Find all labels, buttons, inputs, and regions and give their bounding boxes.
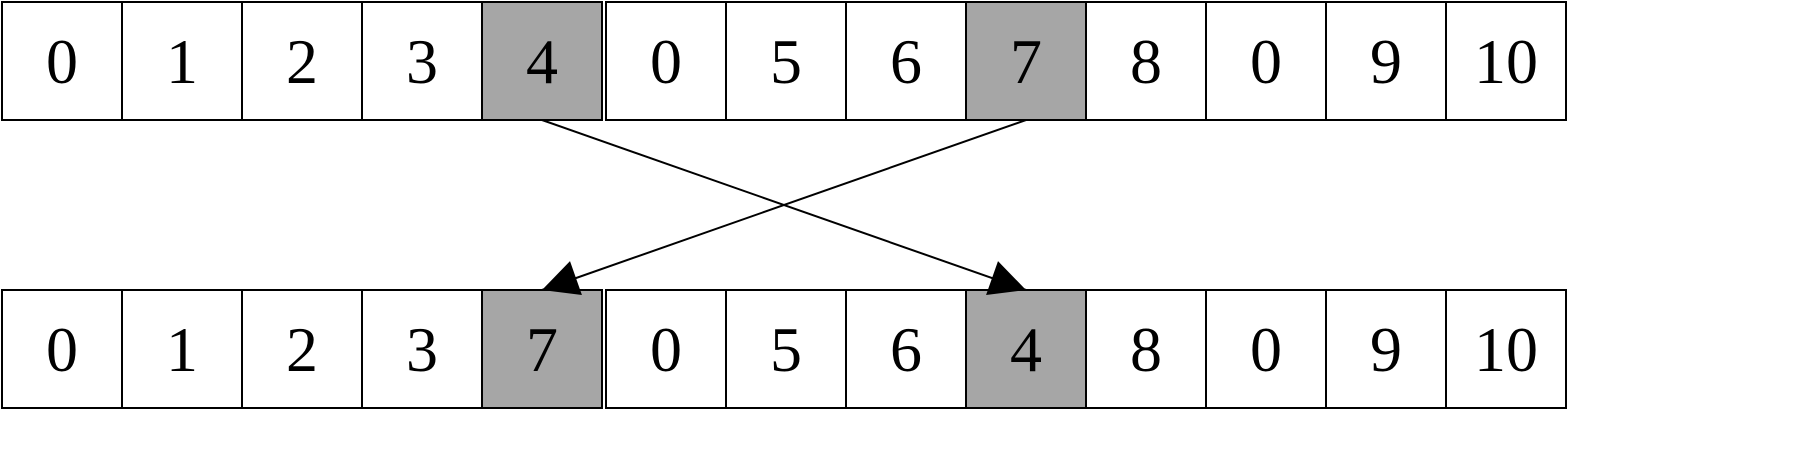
cell-box bbox=[1205, 289, 1327, 409]
array-cell: 2 bbox=[241, 289, 363, 409]
cell-box bbox=[361, 1, 483, 121]
cell-box bbox=[121, 1, 243, 121]
cell-box bbox=[1445, 289, 1567, 409]
array-cell: 6 bbox=[845, 289, 967, 409]
cell-value: 0 bbox=[650, 314, 682, 385]
cell-box-highlighted bbox=[965, 1, 1087, 121]
cell-value: 7 bbox=[526, 314, 558, 385]
swap-arrow bbox=[541, 119, 1027, 296]
cell-value: 0 bbox=[1250, 26, 1282, 97]
array-cell: 4 bbox=[965, 289, 1087, 409]
array-cell: 0 bbox=[1, 289, 123, 409]
cell-value: 5 bbox=[770, 26, 802, 97]
cell-value: 1 bbox=[166, 26, 198, 97]
array-cell: 10 bbox=[1445, 1, 1567, 121]
array-cell: 0 bbox=[605, 1, 727, 121]
cell-box bbox=[605, 1, 727, 121]
arrows-layer bbox=[541, 119, 1027, 296]
array-cell: 3 bbox=[361, 1, 483, 121]
array-cell: 0 bbox=[1, 1, 123, 121]
array-row-before: 0 1 2 3 4 0 5 6 7 8 0 9 10 bbox=[1, 1, 1567, 121]
array-cell: 4 bbox=[481, 1, 603, 121]
cell-value: 6 bbox=[890, 26, 922, 97]
cell-box-highlighted bbox=[965, 289, 1087, 409]
cell-box bbox=[605, 289, 727, 409]
cell-box bbox=[1085, 1, 1207, 121]
array-cell: 10 bbox=[1445, 289, 1567, 409]
cell-box bbox=[121, 289, 243, 409]
array-cell: 8 bbox=[1085, 289, 1207, 409]
cell-value: 4 bbox=[1010, 314, 1042, 385]
cell-value: 2 bbox=[286, 314, 318, 385]
array-cell: 2 bbox=[241, 1, 363, 121]
array-cell: 0 bbox=[1205, 1, 1327, 121]
cell-box bbox=[845, 289, 967, 409]
cell-box bbox=[1, 1, 123, 121]
array-cell: 5 bbox=[725, 1, 847, 121]
cell-value: 1 bbox=[166, 314, 198, 385]
array-cell: 8 bbox=[1085, 1, 1207, 121]
array-row-after: 0 1 2 3 7 0 5 6 4 8 0 9 10 bbox=[1, 289, 1567, 409]
cell-box bbox=[1325, 289, 1447, 409]
cell-value: 6 bbox=[890, 314, 922, 385]
cell-value: 3 bbox=[406, 314, 438, 385]
cell-value: 8 bbox=[1130, 314, 1162, 385]
array-cell: 0 bbox=[1205, 289, 1327, 409]
array-cell: 6 bbox=[845, 1, 967, 121]
cell-value: 0 bbox=[46, 26, 78, 97]
cell-value: 0 bbox=[46, 314, 78, 385]
cell-value: 0 bbox=[650, 26, 682, 97]
cell-box-highlighted bbox=[481, 289, 603, 409]
cell-box bbox=[1, 289, 123, 409]
cell-box bbox=[1085, 289, 1207, 409]
array-cell: 9 bbox=[1325, 289, 1447, 409]
cell-value: 9 bbox=[1370, 26, 1402, 97]
cell-value: 10 bbox=[1474, 26, 1538, 97]
cell-value: 4 bbox=[526, 26, 558, 97]
cell-box bbox=[725, 289, 847, 409]
cell-value: 2 bbox=[286, 26, 318, 97]
array-cell: 9 bbox=[1325, 1, 1447, 121]
array-cell: 1 bbox=[121, 289, 243, 409]
cell-box bbox=[361, 289, 483, 409]
array-cell: 7 bbox=[965, 1, 1087, 121]
cell-value: 5 bbox=[770, 314, 802, 385]
array-cell: 5 bbox=[725, 289, 847, 409]
array-cell: 7 bbox=[481, 289, 603, 409]
array-cell: 0 bbox=[605, 289, 727, 409]
cell-value: 0 bbox=[1250, 314, 1282, 385]
cell-value: 8 bbox=[1130, 26, 1162, 97]
cell-value: 7 bbox=[1010, 26, 1042, 97]
array-cell: 3 bbox=[361, 289, 483, 409]
array-cell: 1 bbox=[121, 1, 243, 121]
cell-box bbox=[1445, 1, 1567, 121]
rows-layer: 0 1 2 3 4 0 5 6 7 8 0 9 10 0 1 2 3 7 0 5 6 4 8 0 9 10 bbox=[1, 1, 1567, 409]
cell-box bbox=[845, 1, 967, 121]
cell-value: 3 bbox=[406, 26, 438, 97]
cell-value: 10 bbox=[1474, 314, 1538, 385]
cell-value: 9 bbox=[1370, 314, 1402, 385]
